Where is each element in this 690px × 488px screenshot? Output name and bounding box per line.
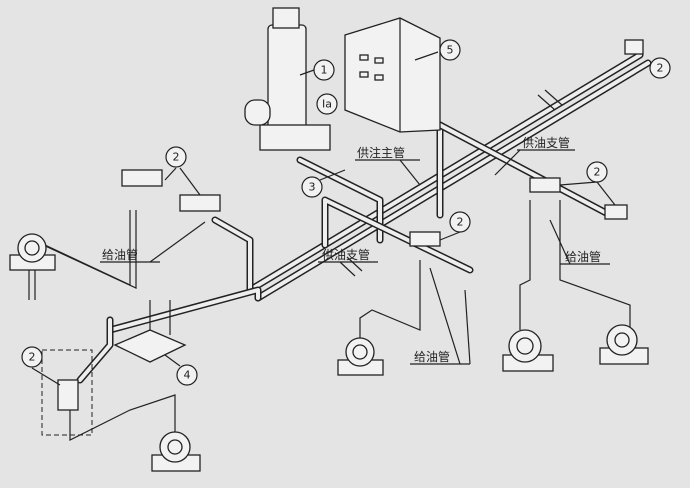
callout-label: 3	[309, 181, 316, 194]
callout-label: 2	[457, 216, 464, 229]
callout-2b: 2	[449, 211, 471, 233]
reservoir	[113, 300, 187, 363]
label-feed-pipe-2: 给油管	[565, 249, 601, 264]
callout-5: 5	[439, 39, 461, 61]
callout-2a: 2	[165, 146, 187, 168]
callout-label: 2	[29, 351, 36, 364]
callout-1: 1	[313, 59, 335, 81]
label-feed-pipe-3: 给油管	[414, 349, 450, 364]
label-branch-pipe-2: 供油支管	[322, 247, 370, 262]
callout-4: 4	[176, 364, 198, 386]
bearings	[9, 233, 649, 472]
callout-label: 2	[594, 166, 601, 179]
label-feed-pipe-1: 给油管	[102, 247, 138, 262]
callout-label: 2	[657, 62, 664, 75]
callout-label: 5	[447, 44, 454, 57]
callout-label: 2	[173, 151, 180, 164]
callout-label: 1	[321, 64, 328, 77]
callout-label: Ia	[322, 98, 332, 111]
callout-3: 3	[301, 176, 323, 198]
callout-ia: Ia	[316, 93, 338, 115]
distributors	[41, 39, 644, 436]
callout-2d: 2	[649, 57, 671, 79]
label-branch-pipe-1: 供油支管	[522, 135, 570, 150]
control-box	[344, 17, 441, 133]
callout-label: 4	[184, 369, 191, 382]
callout-2e: 2	[21, 346, 43, 368]
main-pipe	[76, 51, 652, 384]
leader-lines	[31, 51, 616, 386]
callout-2c: 2	[586, 161, 608, 183]
pump	[244, 7, 331, 151]
feed-pipes	[28, 200, 631, 441]
label-main-pipe: 供注主管	[357, 145, 405, 160]
